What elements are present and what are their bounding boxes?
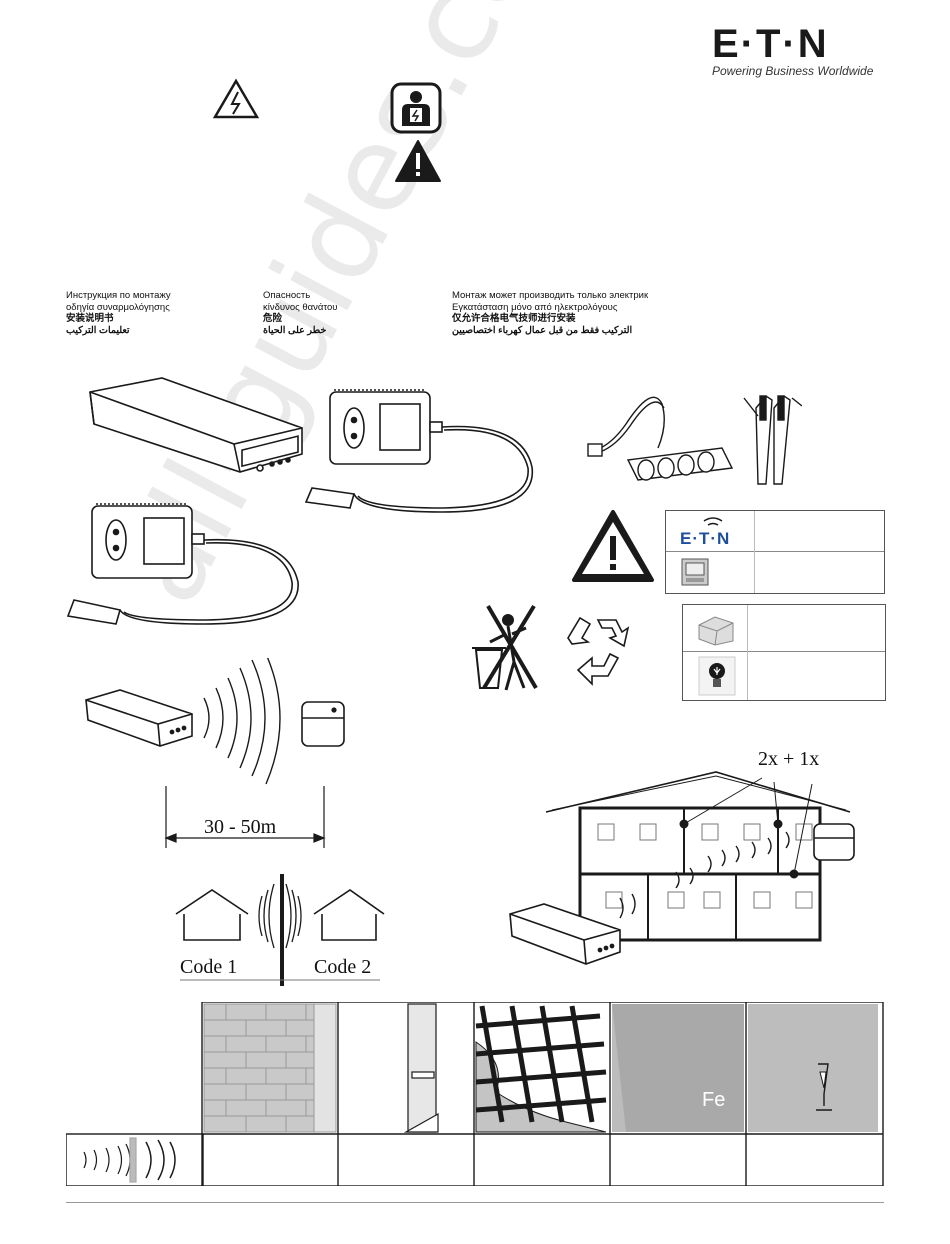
material-reinforced-concrete [475,1005,607,1133]
instructions-el: οδηγία συναρμολόγησης [66,301,170,313]
house-repeater-diagram [509,771,855,965]
signal-waves [619,831,790,919]
disposal-symbols [472,604,630,691]
code-diagram [175,874,385,986]
house-left-icon [175,889,249,941]
danger-ar: خطر على الحياة [263,324,327,336]
wall-waves [258,883,302,949]
electrician-el: Εγκατάσταση μόνο από ηλεκτρολόγους [452,301,618,313]
logo-tagline: Powering Business Worldwide [712,64,874,78]
actuator-drawing [301,701,345,747]
legend-box-system: E·T·N [665,510,885,594]
battery-pack-drawing [587,396,734,481]
actuator-house-drawing [813,823,855,861]
repeater-count-label: 2x + 1x [758,748,820,770]
base-station-drawing [89,377,303,473]
danger-ru: Опасность [263,290,311,301]
light-bulb-icon [698,656,736,696]
electrician-ar: التركيب فقط من قبل عمال كهرباء اختصاصيين [452,324,633,336]
footer-divider [66,1202,884,1203]
text-column-instructions: Инструкция по монтажу οδηγία συναρμολόγη… [66,290,171,336]
electric-hazard-icon [212,78,260,119]
legend-box-info [682,604,886,701]
material-drywall [403,1003,439,1133]
materials-table: Fe [66,1002,884,1186]
distance-label: 30 - 50m [204,816,277,838]
product-illustration [66,377,534,625]
package-contents-icon [698,616,734,646]
danger-el: κίνδυνος θανάτου [263,301,338,313]
power-adapter-lower [66,503,299,625]
material-brick [203,1003,337,1133]
distance-dimension [164,786,326,848]
material-mirror [748,1004,878,1132]
adhesive-strips-drawing [743,395,802,485]
text-column-electrician: Монтаж может производить только электрик… [452,290,648,336]
danger-zh: 危险 [263,313,283,324]
text-column-danger: Опасность κίνδυνος θανάτου 危险 خطر على ال… [263,290,337,336]
house-right-icon [313,889,385,941]
electrician-icon [390,82,442,134]
logo-wordmark: E·T·N [712,22,829,66]
no-household-waste-icon [472,604,538,691]
material-metal [612,1004,744,1132]
electrician-zh: 仅允许合格电气技师进行安装 [452,313,576,324]
instructions-zh: 安装说明书 [66,313,114,324]
warning-triangle-large-icon [572,510,654,582]
instructions-ru: Инструкция по монтажу [66,290,171,301]
metal-fe-label: Fe [702,1089,725,1111]
range-diagram [85,658,345,848]
warning-icon [395,140,441,182]
code2-label: Code 2 [314,956,372,978]
home-manager-icon [681,558,709,586]
eaton-logo: E·T·N Powering Business Worldwide [712,24,892,78]
code1-label: Code 1 [180,956,238,978]
eaton-system-label: E·T·N [680,529,731,548]
radio-waves [203,658,281,785]
power-adapter-upper [304,389,534,513]
recycling-icon [567,616,630,686]
signal-attenuation-icon [83,1137,176,1183]
repeater-markers [679,777,813,879]
base-station-small-drawing [85,689,193,747]
base-station-house-drawing [509,903,621,965]
instructions-ar: تعليمات التركيب [66,324,130,336]
wireless-eaton-icon [703,517,723,526]
room-windows [597,823,813,909]
separating-wall [280,874,284,986]
electrician-ru: Монтаж может производить только электрик [452,290,649,301]
